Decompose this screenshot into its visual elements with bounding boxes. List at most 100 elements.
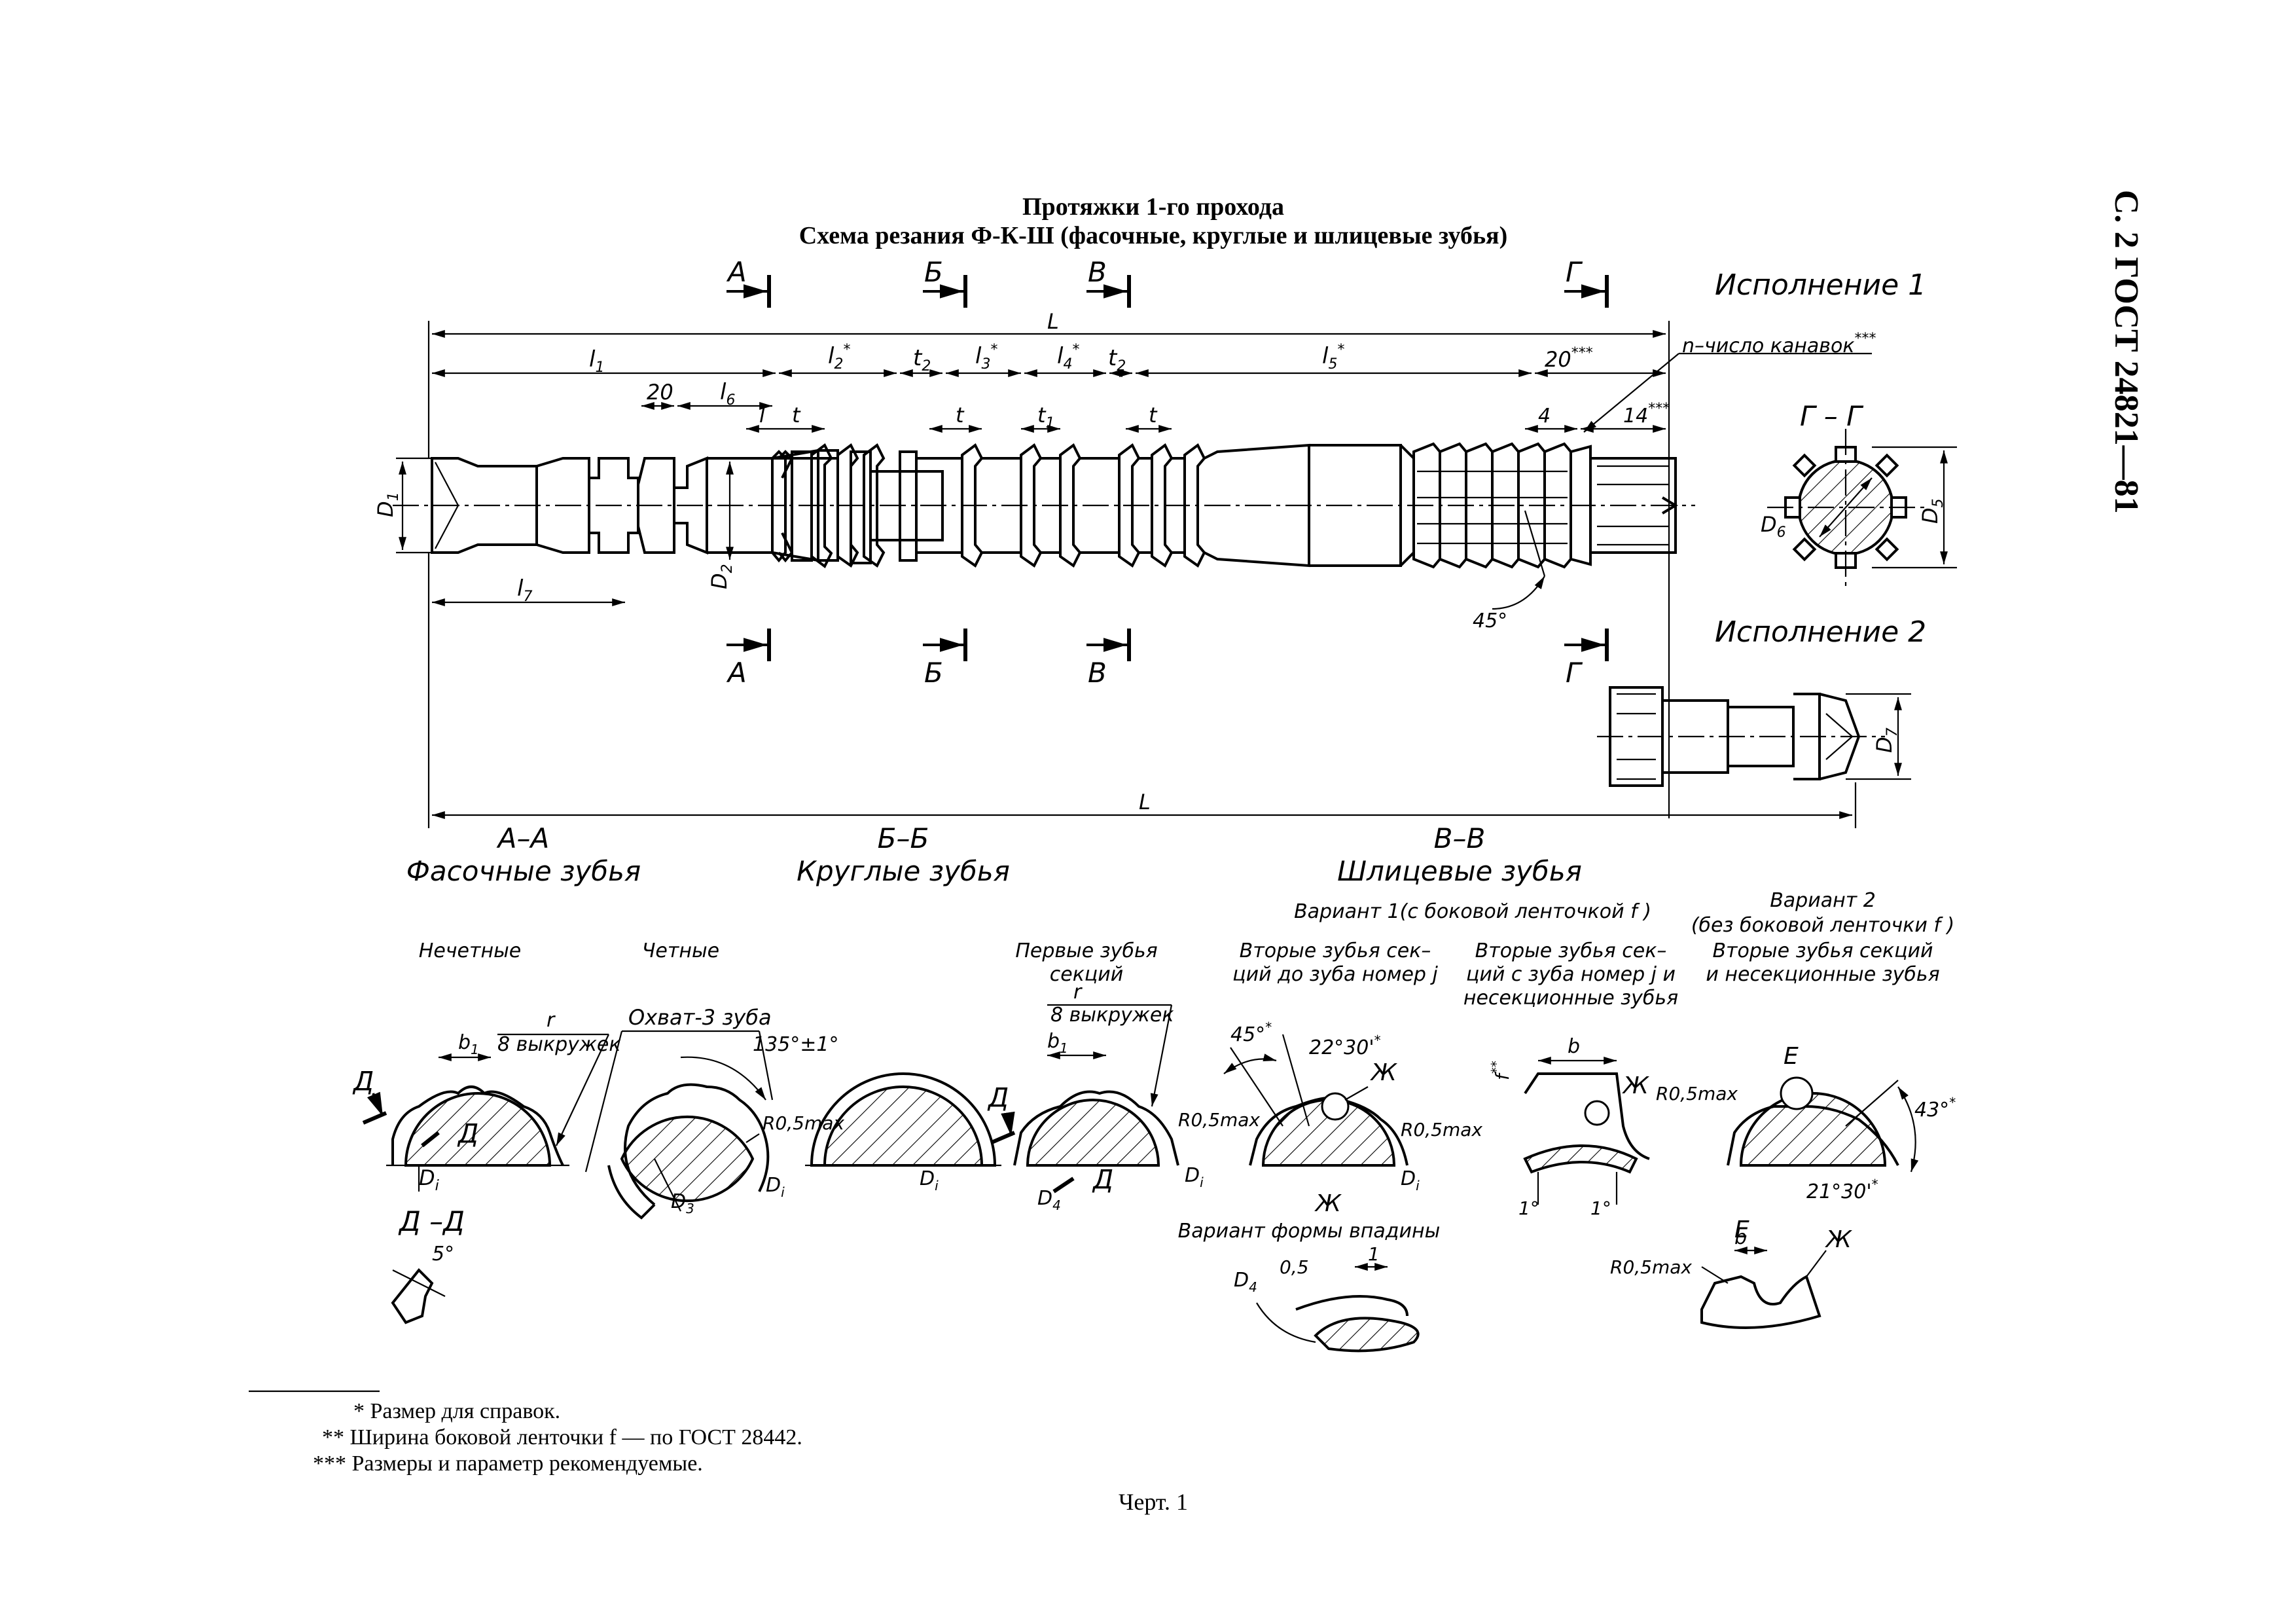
title-line-1: Протяжки 1-го прохода <box>1022 193 1284 221</box>
label-5deg: 5° <box>432 1243 454 1266</box>
label-zh-b: Ж <box>1314 1190 1342 1217</box>
dim-20a: 20 <box>647 380 673 405</box>
broach-variant-2: D7 <box>1597 686 1911 828</box>
label-Di-c: Di <box>920 1167 939 1194</box>
label-r05-e: R0,5max <box>1610 1256 1692 1278</box>
chamfer-teeth <box>771 443 918 569</box>
detail-odd-chamfer: b1 r 8 выкружек Д Д Di Д –Д 5° <box>352 1009 621 1324</box>
dim-4: 4 <box>1538 405 1551 428</box>
label-D-a: Д <box>352 1067 374 1097</box>
label-r05-c: R0,5max <box>1401 1119 1482 1140</box>
label-dd: Д –Д <box>398 1205 465 1237</box>
dim-20b: 20*** <box>1545 345 1593 372</box>
label-Di-e: Di <box>1401 1167 1420 1194</box>
dim-t2-a: t2 <box>913 345 931 374</box>
dim-l6: l6 <box>720 379 735 409</box>
label-r-b: r <box>1073 981 1083 1004</box>
footnote-1: * Размер для справок. <box>353 1399 560 1423</box>
dim-l3: l3* <box>975 342 997 373</box>
dim-l2: l2* <box>828 342 850 373</box>
dim-14: 14*** <box>1623 401 1670 428</box>
section-aa-name: Фасочные зубья <box>406 855 641 887</box>
label-45deg: 45°* <box>1230 1019 1272 1046</box>
dim-D2: D2 <box>707 564 736 589</box>
label-D-d: Д <box>1092 1165 1113 1195</box>
caption-second3-1: Вторые зубья секций <box>1712 939 1933 962</box>
section-bb-name: Круглые зубья <box>797 855 1010 887</box>
section-marks-top: А Б В Г <box>726 256 1609 308</box>
caption-second1-2: ций до зуба номер j <box>1232 963 1438 986</box>
label-b1-a: b1 <box>458 1031 479 1057</box>
mark-v-bottom: В <box>1088 657 1107 689</box>
section-gg-label: Г – Г <box>1800 400 1864 432</box>
label-2230: 22°30'* <box>1309 1032 1381 1059</box>
dim-t2-b: t2 <box>1108 345 1126 374</box>
spline-teeth <box>1412 442 1592 569</box>
label-8groove-a: 8 выкружек <box>497 1033 621 1056</box>
dim-l5: l5* <box>1322 342 1344 373</box>
caption-even: Четные <box>642 939 719 962</box>
footnote-2: ** Ширина боковой ленточки f — по ГОСТ 2… <box>322 1425 802 1450</box>
dim-t-a: t <box>792 403 801 428</box>
dim-45deg: 45° <box>1473 610 1507 632</box>
mark-b-top: Б <box>924 256 943 288</box>
label-E-a: Е <box>1784 1043 1799 1070</box>
mark-a-bottom: А <box>726 657 747 689</box>
variant-1-label: Исполнение 1 <box>1715 268 1926 302</box>
label-43deg: 43°* <box>1914 1095 1956 1122</box>
section-bb: Б–Б <box>878 822 929 854</box>
label-E-b: Е <box>1734 1216 1749 1243</box>
detail-first-spline: r 8 выкружек b1 R0,5max Д Д D4 Di <box>987 981 1260 1213</box>
detail-round-teeth: Di <box>805 1072 1001 1194</box>
label-d1: 1 <box>1368 1243 1380 1265</box>
label-8groove-b: 8 выкружек <box>1050 1004 1174 1027</box>
caption-second2-2: ций с зуба номер j и <box>1466 963 1676 986</box>
dimension-lines: L l1 l2* t2 l3* l4* t2 l5* 20*** n–число… <box>373 309 1876 818</box>
label-D-c: Д <box>987 1083 1009 1113</box>
label-deg1-a: 1° <box>1518 1197 1539 1219</box>
mark-a-top: А <box>726 256 747 288</box>
caption-second3-2: и несекционные зубья <box>1706 963 1939 986</box>
label-valley-variant: Вариант формы впадины <box>1178 1220 1441 1243</box>
caption-first-1: Первые зубья <box>1015 939 1157 962</box>
label-D-b: Д <box>457 1119 478 1149</box>
dim-L-bottom: L <box>1139 790 1151 814</box>
caption-first-2: секций <box>1050 963 1124 986</box>
dim-D6: D6 <box>1761 512 1786 541</box>
dim-l4: l4* <box>1057 342 1079 373</box>
label-b-a: b <box>1568 1035 1580 1058</box>
caption-odd: Нечетные <box>419 939 521 962</box>
label-r05-a: R0,5max <box>762 1112 844 1134</box>
label-Di-a: Di <box>419 1165 439 1194</box>
caption-second2-3: несекционные зубья <box>1463 987 1678 1010</box>
dim-D1: D1 <box>373 492 402 517</box>
dim-l7: l7 <box>517 575 532 605</box>
mark-b-bottom: Б <box>924 657 943 689</box>
dim-L-top: L <box>1047 309 1059 334</box>
label-f: f** <box>1488 1061 1513 1080</box>
detail-v2: Е 43°* 21°30'* Е b Ж R0,5max <box>1610 1043 1956 1329</box>
dim-t-b: t <box>956 403 965 428</box>
detail-even-chamfer: Охват-3 зуба 135°±1° R0,5max D3 Di <box>584 1005 844 1220</box>
dim-l1: l1 <box>589 346 604 376</box>
dim-l: l <box>759 403 765 428</box>
detail-v1-from-j: b f** Ж R0,5max 1° 1° <box>1488 1035 1738 1219</box>
label-D4-b: D4 <box>1234 1269 1257 1295</box>
label-b1-b: b1 <box>1047 1030 1068 1056</box>
section-aa: А–А <box>496 822 549 854</box>
broach-main-view <box>393 442 1695 569</box>
variant-1-heading: Вариант 1(с боковой ленточкой f ) <box>1294 900 1651 923</box>
variant-2-label: Исполнение 2 <box>1715 615 1926 649</box>
label-zh-c: Ж <box>1622 1072 1650 1099</box>
label-r-a: r <box>547 1009 556 1032</box>
section-vv: В–В <box>1434 822 1486 854</box>
dim-D5: D5 <box>1918 498 1946 524</box>
title-line-2: Схема резания Ф-К-Ш (фасочные, круглые и… <box>799 222 1508 249</box>
variant-2-heading-2: (без боковой ленточки f ) <box>1691 914 1954 937</box>
label-135deg: 135°±1° <box>753 1033 838 1056</box>
label-Di-b: Di <box>766 1174 785 1200</box>
dim-t-c: t <box>1149 403 1158 428</box>
label-D3: D3 <box>671 1190 694 1216</box>
mark-v-top: В <box>1088 256 1107 288</box>
mark-g-top: Г <box>1566 256 1583 288</box>
